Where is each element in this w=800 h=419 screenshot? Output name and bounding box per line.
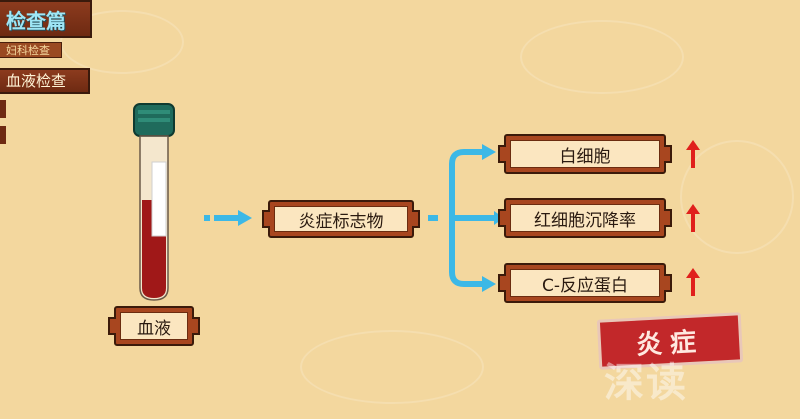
marker-label: 红细胞沉降率 (510, 204, 660, 232)
source-plaque: 血液 (108, 306, 200, 346)
middle-label: 炎症标志物 (274, 206, 408, 232)
page-title: 检查篇 (0, 0, 92, 38)
source-label: 血液 (120, 312, 188, 340)
background-swirl (680, 140, 794, 254)
middle-plaque: 炎症标志物 (262, 200, 420, 238)
branch-bracket (428, 144, 504, 292)
up-arrow-icon (686, 268, 700, 296)
blood-tube-icon (133, 103, 175, 301)
section-tag: 血液检查 (0, 68, 90, 94)
right-arrow-icon (204, 210, 252, 226)
background-swirl (520, 20, 684, 94)
up-arrow-icon (686, 140, 700, 168)
marker-label: 白细胞 (510, 140, 660, 168)
branch-arrow-bottom-icon (482, 276, 496, 292)
side-tab[interactable] (0, 126, 6, 144)
background-swirl (300, 330, 484, 404)
page-subtitle: 妇科检查 (0, 42, 62, 58)
marker-plaque-crp: C-反应蛋白 (498, 263, 672, 303)
marker-label: C-反应蛋白 (510, 269, 660, 297)
up-arrow-icon (686, 204, 700, 232)
marker-plaque-esr: 红细胞沉降率 (498, 198, 672, 238)
side-tab[interactable] (0, 100, 6, 118)
watermark: 深读 (604, 360, 688, 406)
marker-plaque-wbc: 白细胞 (498, 134, 672, 174)
branch-arrow-top-icon (482, 144, 496, 160)
